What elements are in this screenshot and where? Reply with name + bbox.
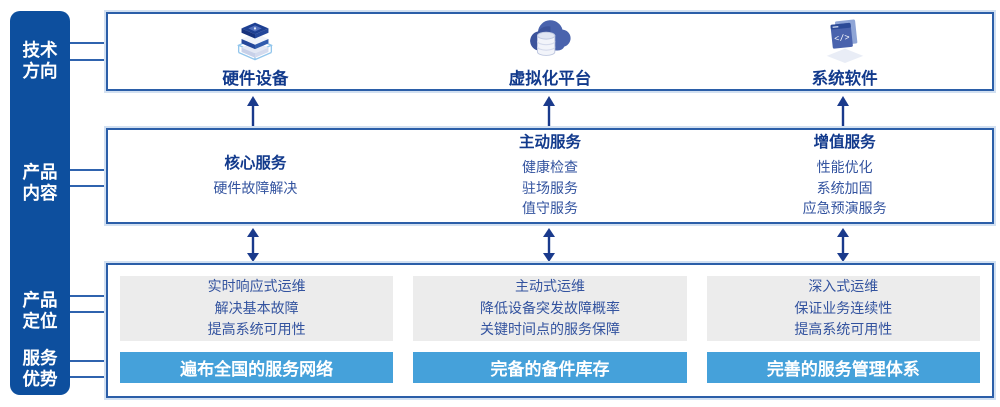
- positioning-column-deep: 深入式运维 保证业务连续性 提高系统可用性 完善的服务管理体系: [706, 276, 980, 383]
- double-arrow: [543, 228, 555, 262]
- up-arrow: [543, 96, 555, 126]
- service-item: 健康检查: [522, 158, 578, 175]
- product-positioning-box: 实时响应式运维 解决基本故障 提高系统可用性 遍布全国的服务网络 主动式运维 降…: [106, 263, 994, 398]
- double-arrow: [837, 228, 849, 262]
- sidebar-label-tech-direction: 技术 方向: [22, 40, 58, 81]
- svg-text:</>: </>: [833, 33, 850, 45]
- connector-line: [70, 42, 106, 44]
- positioning-line: 提高系统可用性: [207, 321, 306, 338]
- code-window-icon: </>: [826, 19, 863, 64]
- connector-line: [70, 59, 106, 61]
- connector-line: [70, 360, 106, 362]
- sidebar-label-service-advantage: 服务 优势: [22, 348, 58, 389]
- positioning-line: 深入式运维: [808, 278, 879, 294]
- service-column-proactive: 主动服务 健康检查 驻场服务 值守服务: [403, 130, 698, 222]
- positioning-line: 解决基本故障: [214, 299, 299, 316]
- connector-line: [70, 295, 106, 297]
- positioning-panel: 主动式运维 降低设备突发故障概率 关键时间点的服务保障: [413, 276, 687, 342]
- service-item: 驻场服务: [522, 179, 578, 196]
- tech-direction-box: 硬件设备 虚拟化平台 </>: [106, 12, 994, 91]
- up-arrow: [247, 96, 259, 126]
- tech-item-software: </> 系统软件: [697, 14, 992, 89]
- server-stack-icon: [237, 22, 274, 61]
- service-column-value-added: 增值服务 性能优化 系统加固 应急预演服务: [697, 130, 992, 222]
- positioning-column-realtime: 实时响应式运维 解决基本故障 提高系统可用性 遍布全国的服务网络: [120, 276, 394, 383]
- product-content-box: 核心服务 硬件故障解决 主动服务 健康检查 驻场服务 值守服务 增值服务 性能优…: [106, 128, 994, 224]
- service-item: 性能优化: [816, 158, 873, 175]
- positioning-line: 关键时间点的服务保障: [479, 321, 620, 338]
- tech-item-virtualization: 虚拟化平台: [403, 14, 698, 89]
- tech-label-hardware: 硬件设备: [222, 70, 289, 88]
- cloud-database-icon: [530, 20, 571, 56]
- positioning-line: 实时响应式运维: [207, 278, 306, 294]
- sidebar-label-product-content: 产品 内容: [22, 162, 58, 203]
- positioning-panel: 深入式运维 保证业务连续性 提高系统可用性: [706, 276, 980, 342]
- connector-line: [70, 185, 106, 187]
- tech-label-software: 系统软件: [811, 70, 878, 88]
- positioning-panel: 实时响应式运维 解决基本故障 提高系统可用性: [120, 276, 394, 342]
- service-title: 核心服务: [224, 154, 287, 172]
- service-item: 应急预演服务: [802, 200, 887, 217]
- positioning-column-proactive: 主动式运维 降低设备突发故障概率 关键时间点的服务保障 完备的备件库存: [413, 276, 687, 383]
- tech-label-virtualization: 虚拟化平台: [508, 70, 592, 88]
- service-title: 主动服务: [519, 133, 582, 151]
- advantage-banner: 完备的备件库存: [413, 352, 687, 383]
- connector-line: [70, 169, 106, 171]
- positioning-line: 保证业务连续性: [794, 299, 893, 316]
- sidebar: 技术 方向 产品 内容 产品 定位 服务 优势: [10, 11, 70, 395]
- connector-line: [70, 376, 106, 378]
- service-item: 硬件故障解决: [213, 179, 298, 196]
- sidebar-label-product-positioning: 产品 定位: [22, 290, 58, 331]
- advantage-banner: 遍布全国的服务网络: [120, 352, 394, 383]
- positioning-line: 主动式运维: [514, 278, 585, 294]
- connector-line: [70, 311, 106, 313]
- service-title: 增值服务: [813, 133, 876, 151]
- service-item: 值守服务: [522, 200, 578, 217]
- positioning-line: 降低设备突发故障概率: [479, 299, 620, 316]
- service-item: 系统加固: [816, 179, 873, 196]
- positioning-line: 提高系统可用性: [794, 321, 893, 338]
- up-arrow: [837, 96, 849, 126]
- advantage-banner: 完善的服务管理体系: [706, 352, 980, 383]
- tech-item-hardware: 硬件设备: [108, 14, 403, 89]
- double-arrow: [247, 228, 259, 262]
- service-column-core: 核心服务 硬件故障解决: [108, 130, 403, 222]
